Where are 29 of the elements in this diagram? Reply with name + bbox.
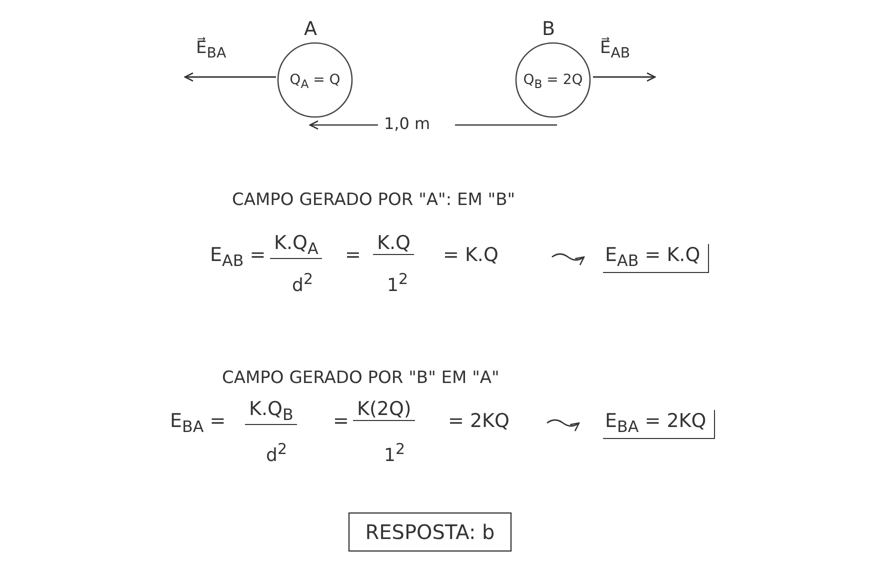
formula-text: E$_{BA}$ = bbox=[170, 410, 226, 436]
formula-text: = K.Q bbox=[443, 244, 498, 266]
charge-label: Q$_{A}$ = Q bbox=[288, 71, 342, 93]
fraction-denominator: d$^{2}$ bbox=[266, 440, 287, 466]
result-formula: E$_{AB}$ = K.Q bbox=[603, 244, 710, 273]
vector-label: E⃗$_{AB}$ bbox=[600, 38, 630, 62]
formula-text: = 2KQ bbox=[448, 410, 510, 432]
heading: CAMPO GERADO POR "A": EM "B" bbox=[232, 190, 516, 210]
fraction-numerator: K.Q$_{B}$ bbox=[245, 398, 298, 425]
point-label: B bbox=[542, 18, 556, 40]
fraction-numerator: K.Q$_{A}$ bbox=[270, 232, 322, 259]
result-formula: E$_{BA}$ = 2KQ bbox=[603, 410, 716, 439]
fraction-denominator: 1$^{2}$ bbox=[387, 270, 408, 296]
formula-text: = bbox=[345, 244, 361, 266]
point-label: A bbox=[304, 18, 317, 40]
fraction-denominator: d$^{2}$ bbox=[292, 270, 313, 296]
answer-box bbox=[348, 512, 512, 552]
fraction-numerator: K(2Q) bbox=[353, 398, 416, 421]
charge-label: Q$_{B}$ = 2Q bbox=[522, 71, 584, 93]
charge-circle bbox=[277, 42, 353, 118]
formula-text: = bbox=[333, 410, 349, 432]
fraction-denominator: 1$^{2}$ bbox=[384, 440, 405, 466]
formula-text: E$_{AB}$ = bbox=[210, 244, 266, 270]
charge-circle bbox=[515, 42, 591, 118]
heading: CAMPO GERADO POR "B" EM "A" bbox=[222, 368, 500, 388]
dimension-label: 1,0 m bbox=[384, 114, 430, 133]
answer-text: RESPOSTA: b bbox=[364, 519, 496, 546]
vector-label: E⃗$_{BA}$ bbox=[196, 38, 226, 62]
fraction-numerator: K.Q bbox=[373, 232, 414, 255]
